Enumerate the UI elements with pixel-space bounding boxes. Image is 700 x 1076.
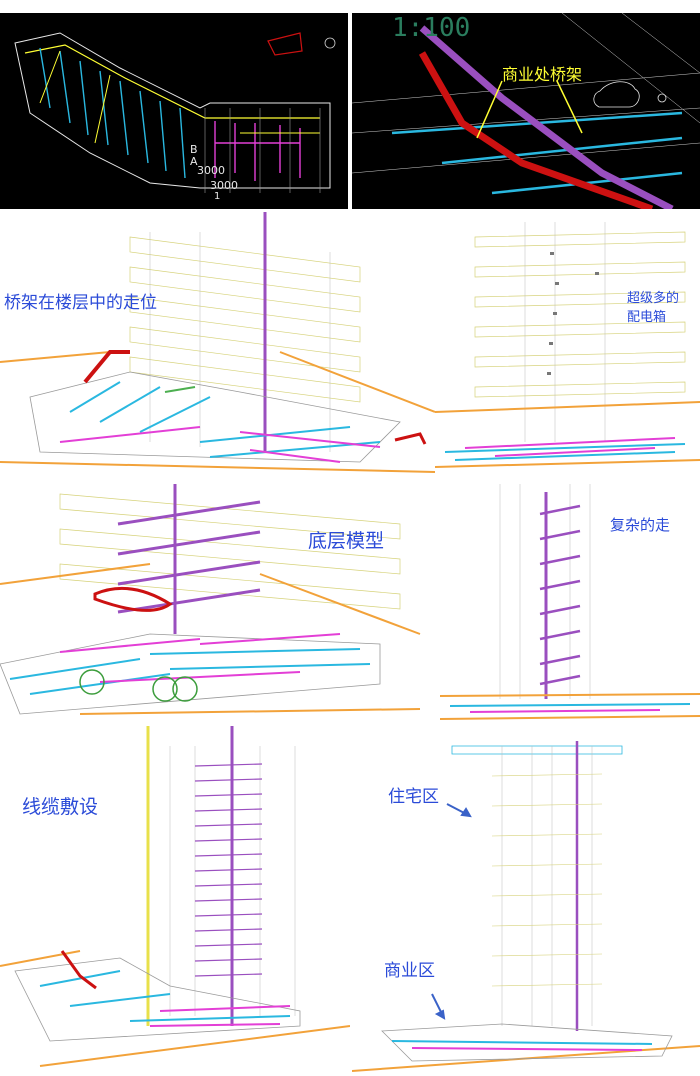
cad-zoom-panel: 1:100 商业处桥架: [352, 13, 700, 209]
cable-laying-annotation: 线缆敷设: [22, 796, 99, 818]
grid-letter-a: A: [190, 155, 198, 168]
distribution-boxes-annotation-line1: 超级多的: [627, 291, 680, 306]
base-model-annotation: 底层模型: [308, 530, 385, 552]
base-model-drawing: [0, 484, 421, 715]
cad-plan-panel: 3000 3000 B A 1: [0, 13, 348, 209]
zones-drawing: [352, 741, 700, 1072]
scale-label: 1:100: [392, 13, 471, 43]
commercial-zone-label: 商业区: [384, 961, 435, 981]
cable-laying-panel: 线缆敷设: [0, 726, 350, 1076]
dim-label-1: 3000: [197, 164, 225, 177]
tray-routing-panel: 桥架在楼层中的走位: [0, 212, 435, 482]
zones-panel: 住宅区 商业区: [352, 726, 700, 1076]
complex-route-annotation: 复杂的走: [610, 516, 671, 534]
tray-routing-annotation: 桥架在楼层中的走位: [4, 293, 157, 313]
tray-routing-model: [0, 212, 435, 473]
cad-plan-drawing: [14, 32, 336, 193]
distribution-boxes-annotation-line2: 配电箱: [627, 310, 667, 325]
cad-zoom-drawing: [352, 13, 700, 209]
grid-letter-b: B: [190, 143, 198, 156]
residential-zone-label: 住宅区: [388, 787, 439, 807]
base-model-panel: 底层模型: [0, 484, 440, 726]
grid-number: 1: [214, 191, 221, 202]
complex-route-drawing: [440, 484, 700, 720]
distribution-boxes-panel: 超级多的 配电箱: [435, 212, 700, 482]
cable-laying-drawing: [0, 726, 350, 1067]
distribution-boxes-model: [435, 222, 700, 468]
complex-route-panel: 复杂的走: [440, 484, 700, 726]
dim-label-2: 3000: [210, 179, 238, 192]
commercial-tray-annotation: 商业处桥架: [502, 65, 583, 84]
